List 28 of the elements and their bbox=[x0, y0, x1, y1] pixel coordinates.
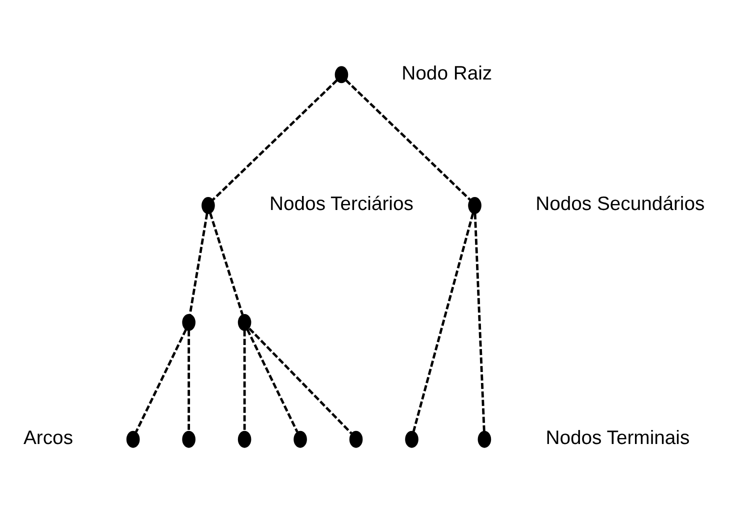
connector bbox=[188, 212, 208, 314]
node-circle bbox=[334, 66, 348, 83]
node-circle bbox=[294, 430, 307, 448]
node-circle bbox=[478, 430, 492, 448]
connector bbox=[188, 330, 190, 430]
connector bbox=[248, 327, 352, 434]
node-label: Nodos Terminais bbox=[546, 426, 690, 448]
node-circle bbox=[468, 196, 482, 214]
node-circle bbox=[182, 313, 196, 330]
connector bbox=[243, 330, 246, 430]
node-label: Nodos Terciários bbox=[270, 192, 414, 215]
node-circle bbox=[405, 430, 418, 448]
node-label: Nodo Raiz bbox=[402, 62, 492, 84]
node-circle bbox=[238, 313, 252, 330]
label: Arcos bbox=[24, 426, 74, 448]
connector bbox=[412, 212, 474, 432]
connector bbox=[209, 212, 244, 314]
node-label: Nodos Secundários bbox=[536, 192, 705, 215]
connector bbox=[246, 328, 298, 432]
connector bbox=[345, 78, 471, 200]
connector bbox=[212, 78, 338, 200]
node-circle bbox=[349, 430, 363, 448]
node-circle bbox=[126, 430, 140, 448]
node-circle bbox=[202, 196, 215, 214]
node-circle bbox=[238, 430, 252, 448]
connector bbox=[474, 212, 486, 431]
connector bbox=[135, 328, 188, 432]
node-circle bbox=[182, 430, 196, 448]
